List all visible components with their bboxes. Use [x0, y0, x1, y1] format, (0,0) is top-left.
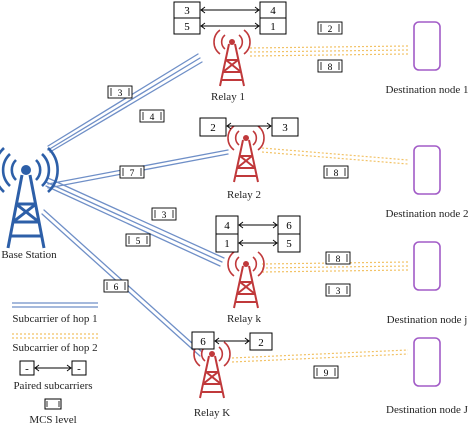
- legend-hop2-line: [12, 333, 98, 339]
- destination-2-label: Destination node 2: [385, 208, 468, 220]
- pair-left-value: 6: [200, 336, 206, 348]
- mcs-level-value: 3: [118, 89, 123, 99]
- paired-subcarriers-relay-1: 3 4 5 1: [173, 1, 287, 35]
- mcs-level-value: 8: [336, 255, 341, 265]
- base-station-icon: [0, 147, 59, 249]
- mcs-level-value: 3: [336, 287, 341, 297]
- paired-subcarriers-relay-K: 6 2: [191, 331, 273, 351]
- mcs-level-value: 4: [150, 113, 155, 123]
- pair-right-value: 2: [258, 337, 264, 349]
- hop2-link-relay-2: [261, 147, 409, 165]
- mcs-level-value: 5: [136, 237, 141, 247]
- hop2-links: [231, 45, 409, 363]
- hop2-link-relay-1: [249, 45, 409, 57]
- mcs-level-value: 2: [328, 25, 333, 35]
- pair-left-value: 1: [224, 238, 230, 250]
- destination-1-label: Destination node 1: [385, 84, 468, 96]
- destination-J-label: Destination node J: [386, 404, 469, 416]
- relay-tower-icon: [213, 29, 251, 87]
- relay-k-label: Relay k: [227, 313, 261, 325]
- legend: Subcarrier of hop 1 Subcarrier of hop 2 …: [12, 302, 98, 426]
- mcs-level-tag: 4: [139, 109, 165, 123]
- pair-right-value: 3: [282, 122, 288, 134]
- phone-icon: [413, 21, 441, 71]
- phone-icon: [413, 241, 441, 291]
- destination-phones: [413, 21, 441, 387]
- mcs-level-tag: 3: [325, 283, 351, 297]
- legend-hop2-label: Subcarrier of hop 2: [12, 342, 97, 354]
- mcs-level-tag: 3: [107, 85, 133, 99]
- relay-tower-icon: [227, 125, 265, 183]
- relay-K-label: Relay K: [194, 407, 230, 419]
- phone-icon: [413, 145, 441, 195]
- legend-mcs-label: MCS level: [29, 414, 76, 426]
- relay-2-label: Relay 2: [227, 189, 261, 201]
- base-station-label: Base Station: [1, 249, 57, 261]
- mcs-level-tag: 2: [317, 21, 343, 35]
- pair-left-value: 2: [210, 122, 216, 134]
- paired-subcarriers-relay-k: 4 6 1 5: [215, 215, 301, 253]
- mcs-level-tag: 7: [119, 165, 145, 179]
- relay-1-label: Relay 1: [211, 91, 245, 103]
- mcs-level-value: 6: [114, 283, 119, 293]
- pair-left-value: 3: [184, 5, 190, 17]
- phone-icon: [413, 337, 441, 387]
- hop1-links: [41, 53, 229, 357]
- pair-right-value: 1: [270, 21, 276, 33]
- legend-hop1-line: [12, 302, 98, 308]
- mcs-level-tag: 6: [103, 279, 129, 293]
- pair-right-value: 6: [286, 220, 292, 232]
- destination-j-label: Destination node j: [387, 314, 468, 326]
- legend-hop1-label: Subcarrier of hop 1: [12, 313, 97, 325]
- pair-right-value: 5: [286, 238, 292, 250]
- mcs-level-tag: 8: [323, 165, 349, 179]
- hop1-link-relay-1: [47, 53, 203, 153]
- mcs-level-tag: 3: [151, 207, 177, 221]
- mcs-level-value: 7: [130, 169, 135, 179]
- pair-right-value: 4: [270, 5, 276, 17]
- mcs-level-value: 8: [334, 169, 339, 179]
- mcs-level-value: 8: [328, 63, 333, 73]
- mcs-level-tag: 9: [313, 365, 339, 379]
- legend-paired-symbol: -: [77, 363, 81, 375]
- relay-tower-icon: [227, 251, 265, 309]
- mcs-tags: 3 4 2 8 7 8 3 5 8 3 6 9: [103, 21, 351, 379]
- legend-paired-symbol: -: [25, 363, 29, 375]
- pair-left-value: 5: [184, 21, 190, 33]
- hop1-link-relay-k: [45, 177, 225, 267]
- mcs-level-tag: 8: [325, 251, 351, 265]
- mcs-level-value: 3: [162, 211, 167, 221]
- mcs-level-tag: 5: [125, 233, 151, 247]
- paired-subcarriers-relay-2: 2 3: [199, 117, 299, 137]
- mcs-level-tag: 8: [317, 59, 343, 73]
- hop2-link-relay-K: [231, 349, 409, 363]
- mcs-level-value: 9: [324, 369, 329, 379]
- pair-left-value: 4: [224, 220, 230, 232]
- legend-paired-label: Paired subcarriers: [13, 380, 92, 392]
